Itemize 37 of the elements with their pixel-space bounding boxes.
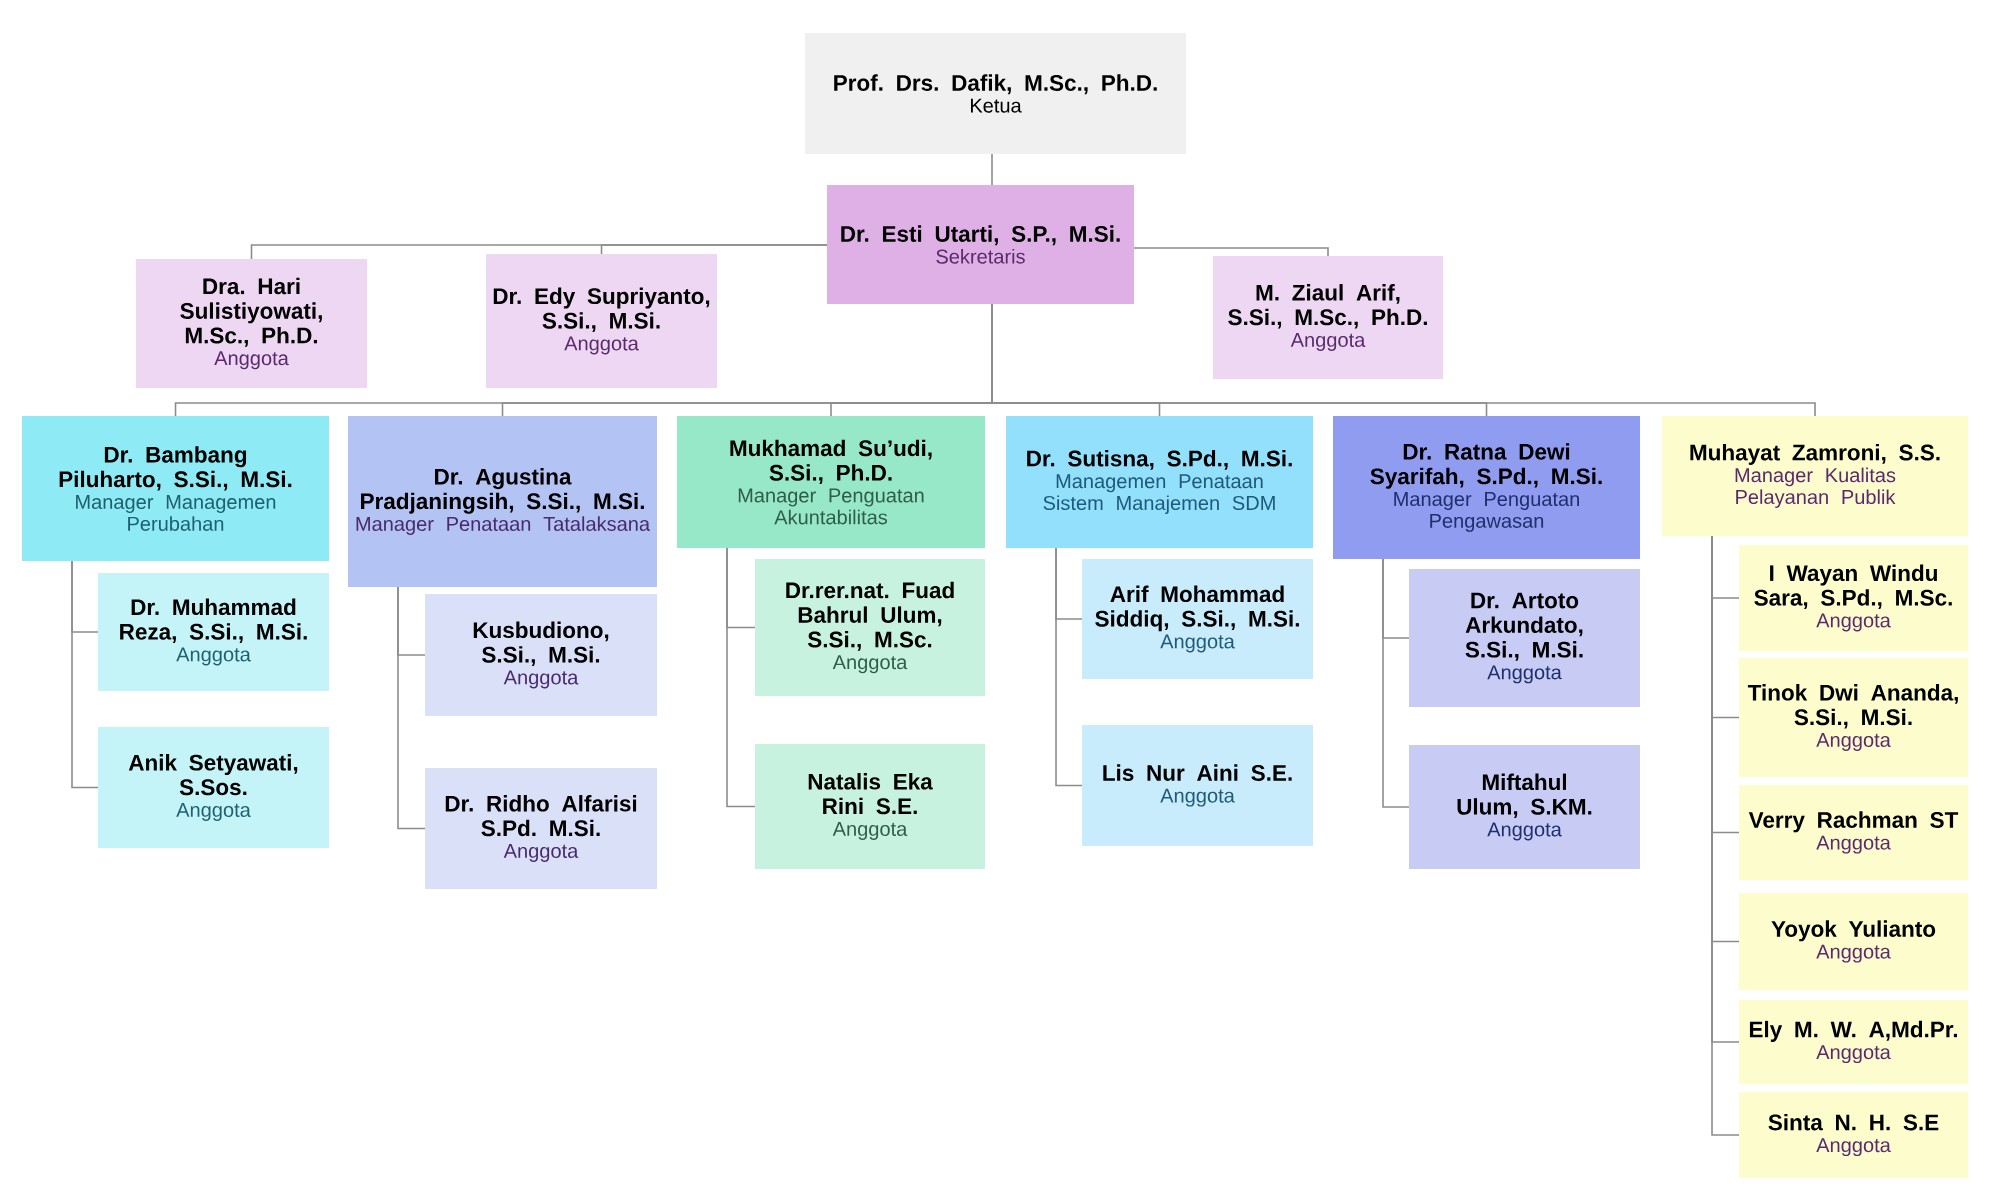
org-box: Dr. Esti Utarti, S.P., M.Si. Sekretaris xyxy=(827,185,1134,304)
org-box: Mukhamad Su’udi, S.Si., Ph.D. Manager Penguatan Akuntabilitas xyxy=(677,416,985,548)
org-box: Lis Nur Aini S.E. Anggota xyxy=(1082,725,1313,846)
org-box: Tinok Dwi Ananda, S.Si., M.Si. Anggota xyxy=(1739,658,1968,777)
org-box: Miftahul Ulum, S.KM. Anggota xyxy=(1409,745,1640,869)
connector-line xyxy=(1055,547,1083,787)
org-box: Yoyok Yulianto Anggota xyxy=(1739,893,1968,990)
org-box: Dr. Artoto Arkundato, S.Si., M.Si. Anggota xyxy=(1409,569,1640,707)
org-box: M. Ziaul Arif, S.Si., M.Sc., Ph.D. Anggota xyxy=(1213,256,1443,379)
org-box: Muhayat Zamroni, S.S. Manager Kualitas Pelayanan Publik xyxy=(1662,416,1968,536)
connector-line xyxy=(1711,535,1740,1136)
connector-line xyxy=(600,244,828,255)
org-box: Sinta N. H. S.E Anggota xyxy=(1739,1092,1968,1178)
org-box: I Wayan Windu Sara, S.Pd., M.Sc. Anggota xyxy=(1739,545,1968,651)
org-box: Natalis Eka Rini S.E. Anggota xyxy=(755,744,985,869)
org-box: Dr. Muhammad Reza, S.Si., M.Si. Anggota xyxy=(98,573,329,691)
connector-line xyxy=(1133,247,1329,257)
org-box: Dr. Ridho Alfarisi S.Pd. M.Si. Anggota xyxy=(425,768,657,889)
org-box: Dra. Hari Sulistiyowati, M.Sc., Ph.D. Anggota xyxy=(136,259,367,388)
org-box: Dr. Sutisna, S.Pd., M.Si. Managemen Penataan Sistem Manajemen SDM xyxy=(1006,416,1313,548)
org-box: Verry Rachman ST Anggota xyxy=(1739,785,1968,880)
connector-line xyxy=(71,560,99,789)
org-box: Anik Setyawati, S.Sos. Anggota xyxy=(98,727,329,848)
org-box: Dr. Edy Supriyanto, S.Si., M.Si. Anggota xyxy=(486,254,717,388)
org-box: Dr.rer.nat. Fuad Bahrul Ulum, S.Si., M.Sc. Anggota xyxy=(755,559,985,696)
connector-line xyxy=(991,303,1816,417)
org-box: Kusbudiono, S.Si., M.Si. Anggota xyxy=(425,594,657,716)
org-box: Dr. Ratna Dewi Syarifah, S.Pd., M.Si. Manager Penguatan Pengawasan xyxy=(1333,416,1640,559)
connector-line xyxy=(1382,558,1410,808)
org-box: Dr. Bambang Piluharto, S.Si., M.Si. Manager Managemen Perubahan xyxy=(22,416,329,561)
org-box: Ely M. W. A,Md.Pr. Anggota xyxy=(1739,1000,1968,1084)
org-box: Arif Mohammad Siddiq, S.Si., M.Si. Anggota xyxy=(1082,559,1313,679)
connector-line xyxy=(397,586,426,830)
org-box: Dr. Agustina Pradjaningsih, S.Si., M.Si. Manager Penataan Tatalaksana xyxy=(348,416,657,587)
connector-line xyxy=(991,153,993,186)
connector-line xyxy=(726,547,756,808)
org-box: Prof. Drs. Dafik, M.Sc., Ph.D. Ketua xyxy=(805,33,1186,154)
